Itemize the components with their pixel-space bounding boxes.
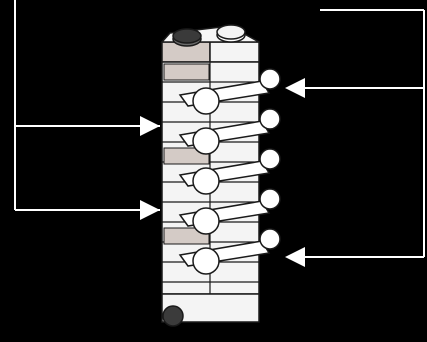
right-callout-bracket bbox=[287, 9, 425, 258]
dark-stud-cap bbox=[172, 28, 202, 44]
arrow-left-icon bbox=[285, 78, 305, 98]
bottom-stud bbox=[162, 305, 184, 327]
left-callout-bracket bbox=[14, 0, 148, 211]
left-callout-group bbox=[14, 0, 160, 220]
hinge-2 bbox=[178, 108, 281, 155]
hinge-3 bbox=[178, 148, 281, 195]
hinge-1 bbox=[178, 68, 281, 115]
arrow-right-icon bbox=[140, 200, 160, 220]
right-callout-group bbox=[285, 9, 425, 267]
arrow-left-icon bbox=[285, 247, 305, 267]
hinge-4 bbox=[178, 188, 281, 235]
light-stud-cap bbox=[216, 24, 246, 40]
arrow-right-icon bbox=[140, 116, 160, 136]
top-brick-assembly bbox=[160, 24, 260, 63]
hinge-5 bbox=[178, 228, 281, 275]
top-brick-face-right bbox=[209, 41, 260, 63]
bottom-base bbox=[161, 293, 260, 323]
gray-accent-top bbox=[163, 63, 210, 81]
hinge-set bbox=[178, 68, 281, 275]
